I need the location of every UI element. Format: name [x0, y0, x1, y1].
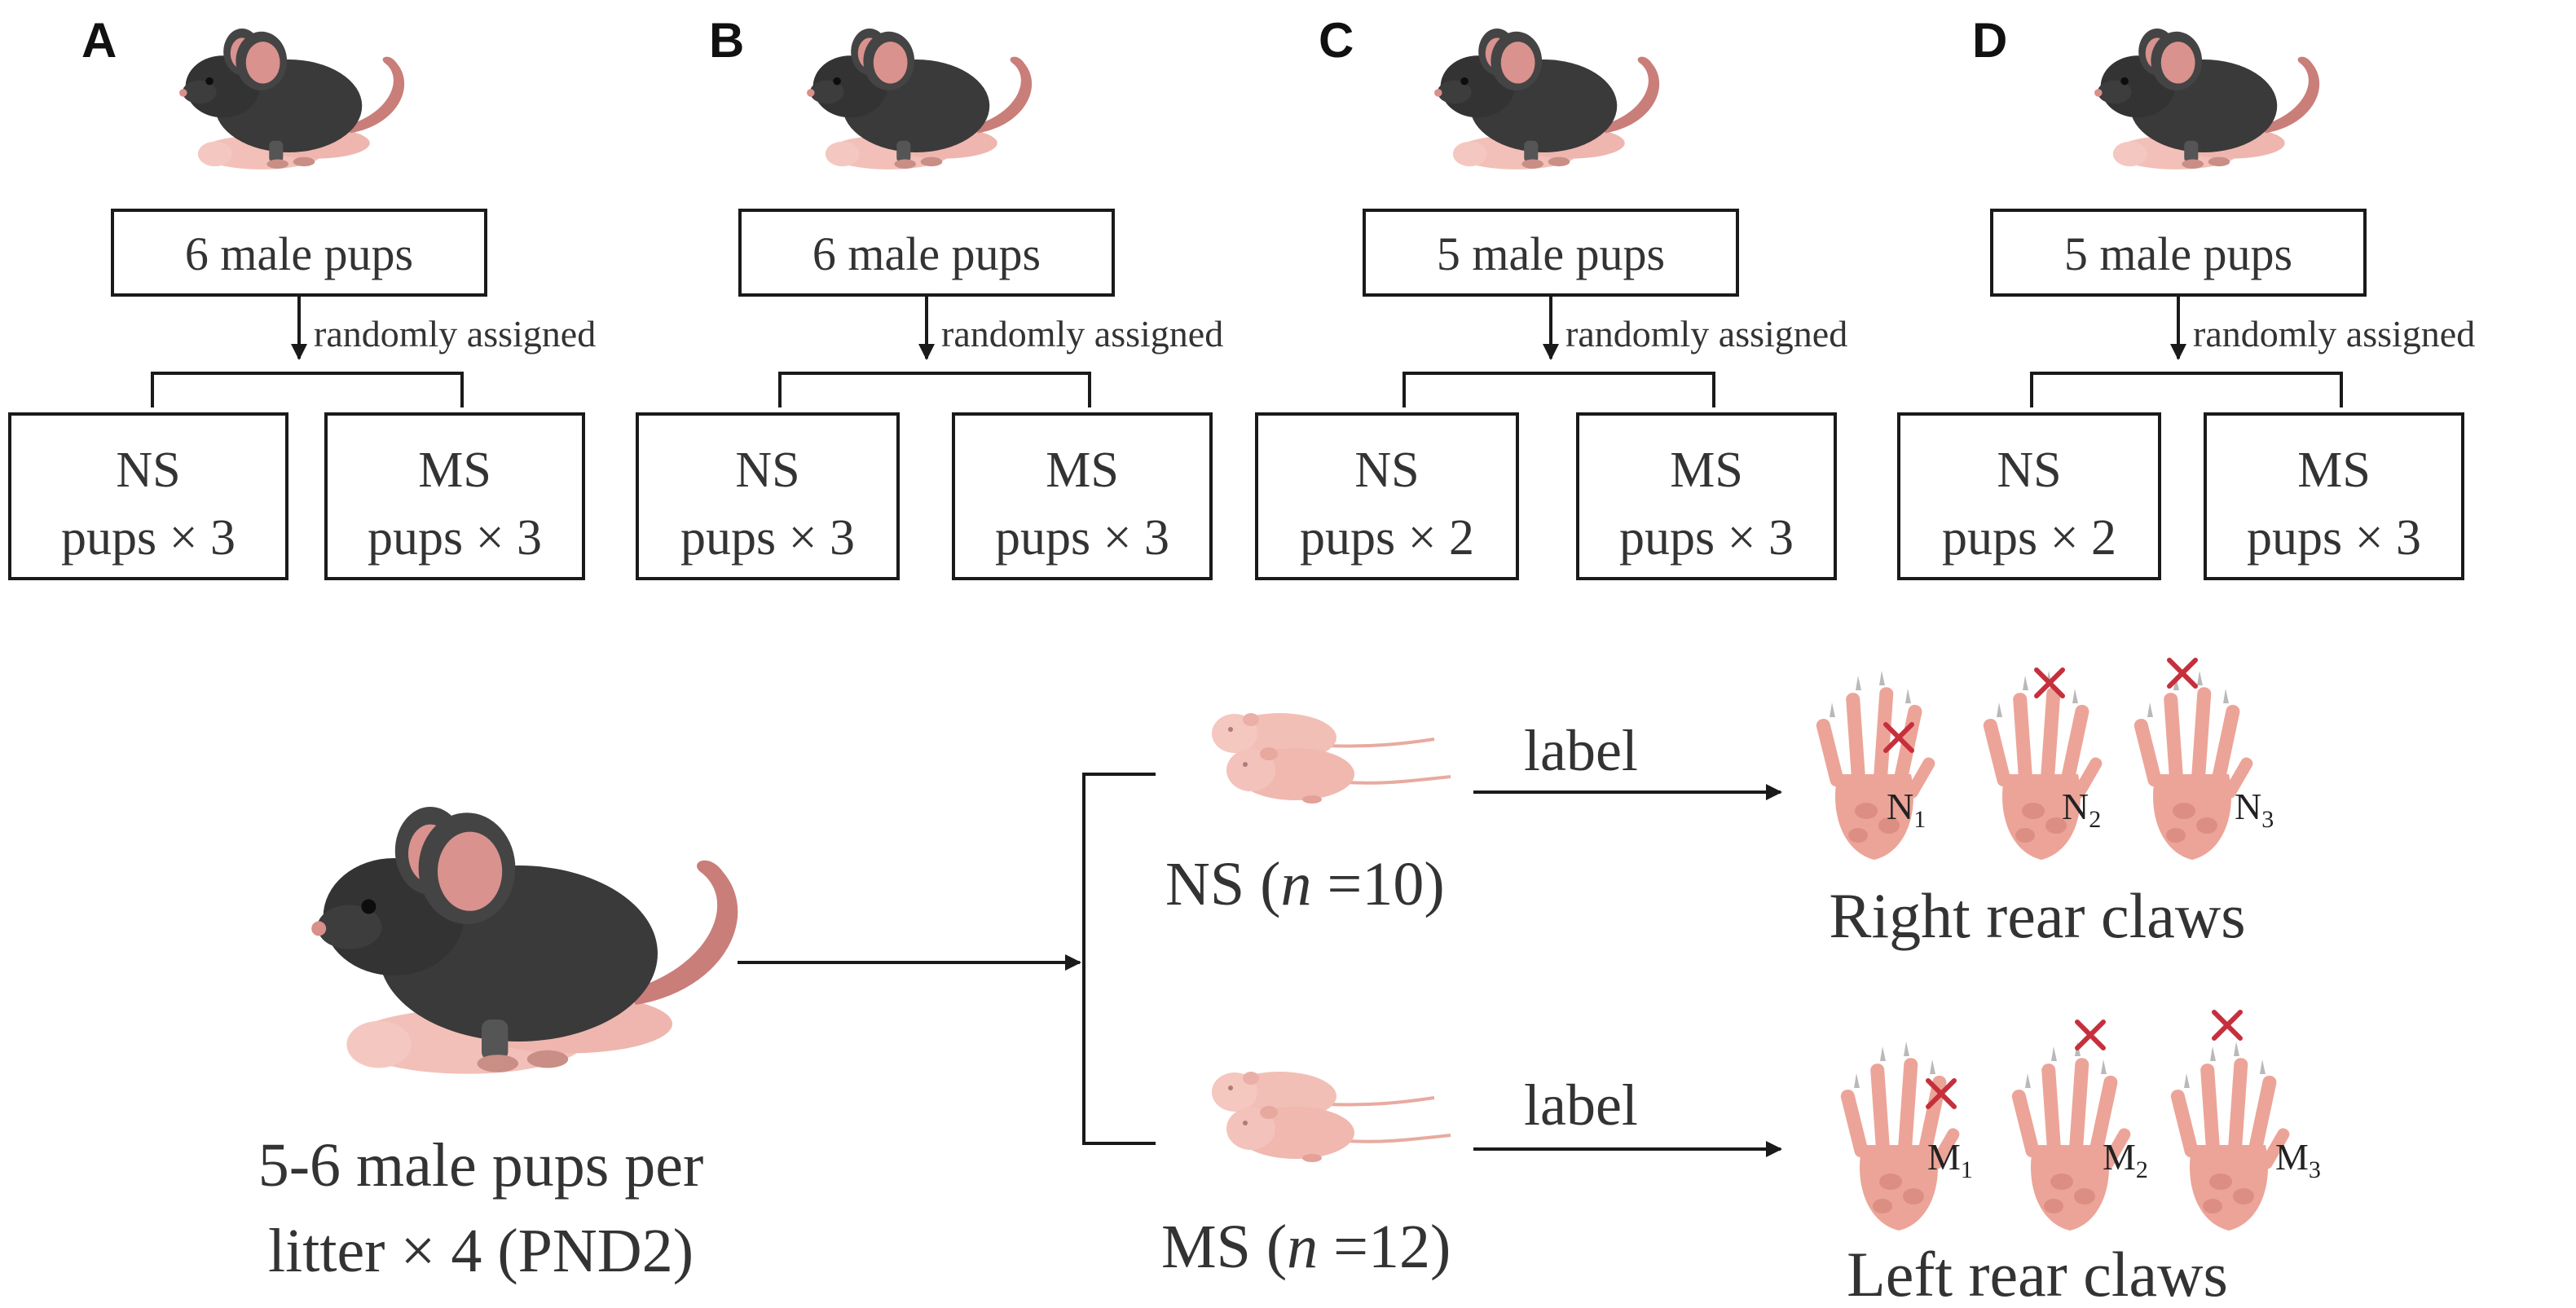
pups-count-box	[1363, 209, 1739, 297]
pups-count-label: 5 male pups	[2064, 227, 2292, 280]
ns-box	[1897, 412, 2161, 580]
claw-mark-m3: M3	[2275, 1136, 2321, 1183]
x-mark-icon	[2169, 660, 2195, 686]
litter-caption-line2: litter × 4 (PND2)	[268, 1217, 694, 1285]
ms-label: MS	[418, 443, 491, 498]
ms-box	[952, 412, 1213, 580]
assignment-label: randomly assigned	[1565, 313, 1847, 355]
mother-mouse-icon	[311, 807, 738, 1074]
panel-d: D 5 male pups randomly assigned NS pups …	[1897, 13, 2475, 580]
claw-mark-m1: M1	[1927, 1136, 1973, 1183]
panel-letter: D	[1972, 13, 2007, 68]
panel-letter: B	[709, 13, 744, 68]
mother-mouse-icon	[179, 28, 405, 170]
mother-mouse-icon	[807, 28, 1033, 170]
mother-mouse-icon	[1434, 28, 1660, 170]
split-bracket	[1402, 372, 1715, 407]
ms-label: MS	[1046, 443, 1119, 498]
assignment-label: randomly assigned	[2193, 313, 2475, 355]
ns-box	[1255, 412, 1519, 580]
ns-label: NS	[735, 443, 799, 498]
panel-letter: A	[81, 13, 117, 68]
claw-mark-n1: N1	[1887, 786, 1926, 833]
bottom-workflow: 5-6 male pups per litter × 4 (PND2) NS (…	[258, 660, 2321, 1308]
ms-box	[324, 412, 585, 580]
ms-count: pups × 3	[1619, 510, 1794, 566]
ms-box	[1576, 412, 1837, 580]
ns-group-label: NS (n =10)	[1165, 850, 1445, 918]
claw-mark-n3: N3	[2235, 786, 2274, 833]
group-bracket	[1082, 773, 1156, 1145]
x-mark-icon	[2077, 1022, 2103, 1048]
left-claws-caption: Left rear claws	[1847, 1239, 2228, 1308]
ns-count: pups × 2	[1300, 510, 1474, 566]
ns-label: NS	[116, 443, 180, 498]
split-bracket	[151, 372, 464, 407]
ns-count: pups × 3	[680, 510, 855, 566]
claw-mark-n2: N2	[2062, 786, 2101, 833]
litter-caption-line1: 5-6 male pups per	[258, 1131, 704, 1200]
ns-count: pups × 3	[61, 510, 236, 566]
assignment-label: randomly assigned	[314, 313, 596, 355]
split-bracket	[778, 372, 1091, 407]
ns-box	[636, 412, 900, 580]
mother-mouse-icon	[2094, 28, 2320, 170]
ns-box	[8, 412, 288, 580]
ms-box	[2204, 412, 2464, 580]
ms-label: MS	[1670, 443, 1743, 498]
paw-icon	[2133, 671, 2255, 860]
pups-count-box	[111, 209, 487, 297]
right-claws-caption: Right rear claws	[1829, 880, 2245, 951]
paw-icon	[1982, 671, 2104, 860]
ns-count: pups × 2	[1942, 510, 2116, 566]
ns-label: NS	[1997, 443, 2061, 498]
panel-a: A 6 male pups randomly assigned NS pups …	[8, 13, 596, 580]
panel-b: B 6 male pups randomly assigned NS pups …	[636, 13, 1223, 580]
ms-group-label: MS (n =12)	[1161, 1213, 1451, 1281]
ms-count: pups × 3	[2247, 510, 2421, 566]
pups-count-label: 6 male pups	[185, 227, 413, 280]
paw-icon	[2169, 1042, 2292, 1231]
x-mark-icon	[2214, 1012, 2240, 1038]
ms-count: pups × 3	[368, 510, 542, 566]
pups-count-label: 6 male pups	[812, 227, 1041, 280]
assignment-label: randomly assigned	[941, 313, 1223, 355]
ms-pups-icon	[1210, 1070, 1452, 1164]
ns-pups-icon	[1210, 711, 1452, 805]
ns-label: NS	[1354, 443, 1419, 498]
label-step-bottom: label	[1524, 1072, 1638, 1138]
pups-count-label: 5 male pups	[1437, 227, 1665, 280]
panel-letter: C	[1319, 13, 1354, 68]
label-step-top: label	[1524, 718, 1638, 783]
panel-c: C 5 male pups randomly assigned NS pups …	[1255, 13, 1847, 580]
split-bracket	[2030, 372, 2343, 407]
ms-count: pups × 3	[995, 510, 1169, 566]
pups-count-box	[1990, 209, 2367, 297]
ms-label: MS	[2297, 443, 2371, 498]
claw-mark-m2: M2	[2103, 1136, 2148, 1183]
